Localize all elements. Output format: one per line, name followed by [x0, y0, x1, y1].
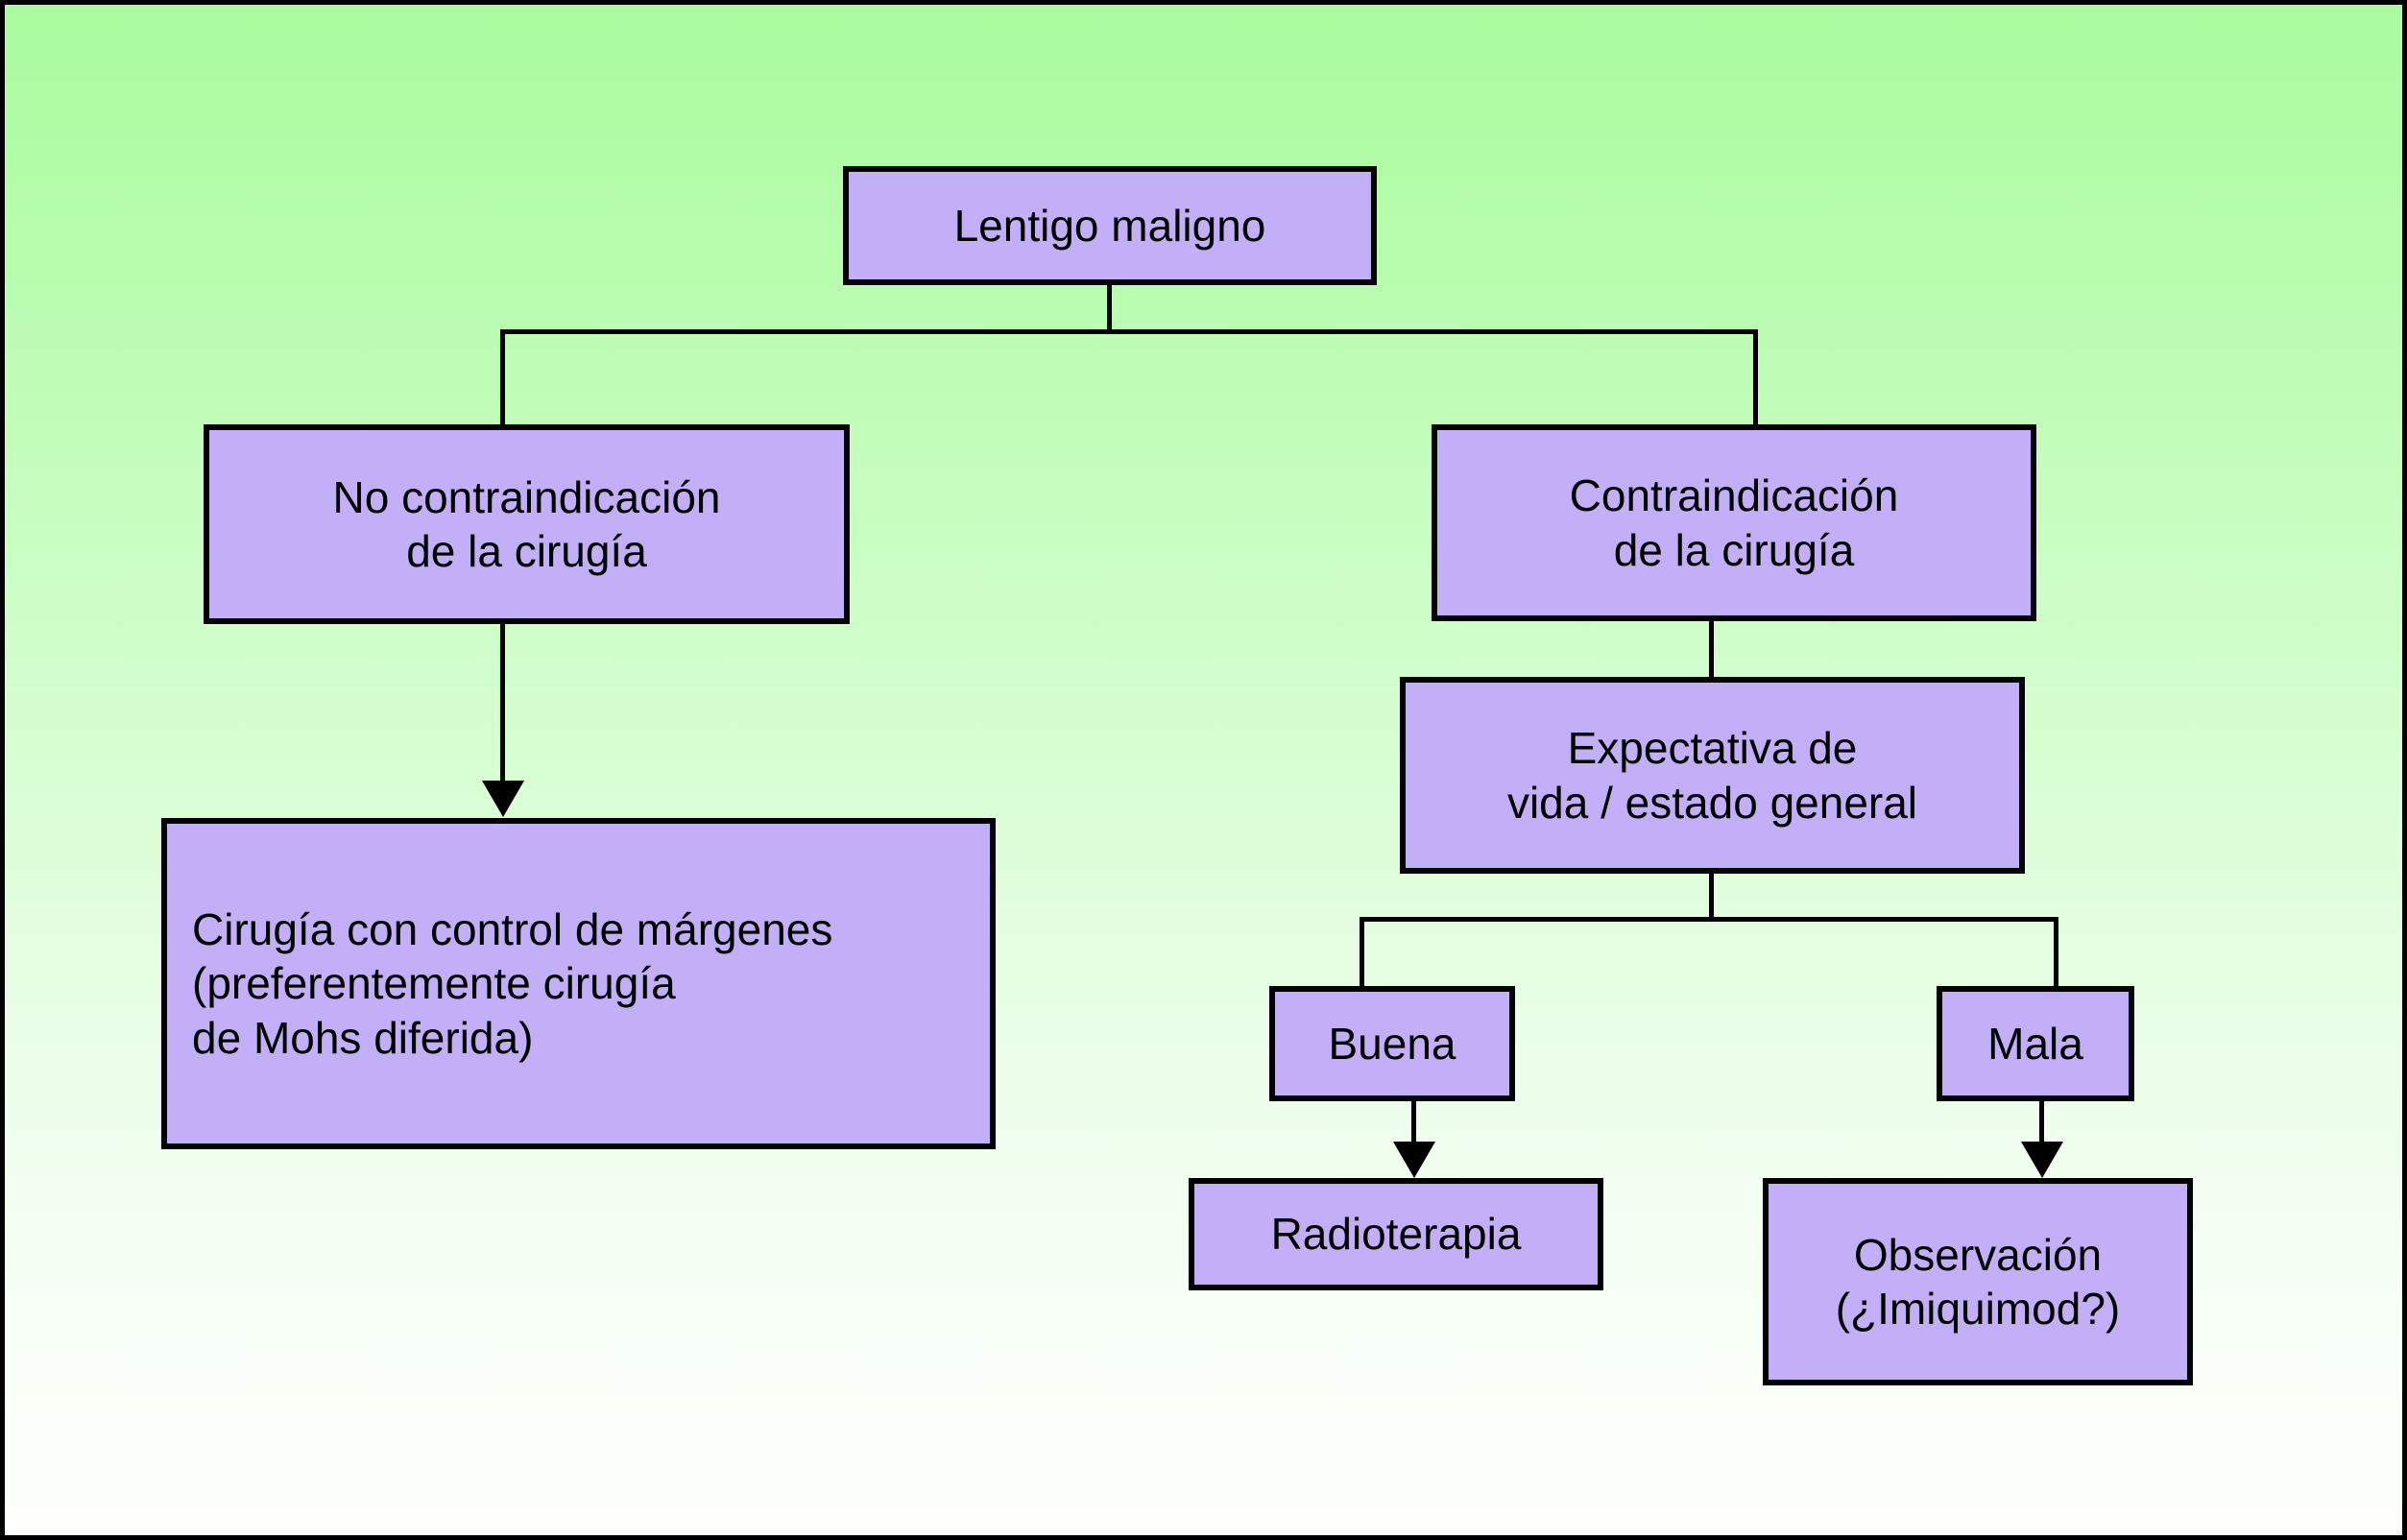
connector-root-stem: [1107, 283, 1112, 333]
connector-root-crossbar: [500, 329, 1758, 334]
node-observation[interactable]: Observación (¿Imiquimod?): [1763, 1178, 2193, 1385]
node-observation-line-1: Observación: [1853, 1229, 2103, 1280]
node-observation-line-2: (¿Imiquimod?): [1835, 1284, 2121, 1334]
node-lentigo-maligno[interactable]: Lentigo maligno: [843, 166, 1377, 285]
arrowhead-to-surgery: [482, 781, 524, 817]
connector-life-expectancy-stem: [1709, 874, 1714, 920]
node-contraindication-line-1: Contraindicación: [1569, 470, 1899, 521]
connector-to-good: [1360, 917, 1364, 988]
connector-no-contraindication-to-surgery: [500, 624, 505, 787]
node-no-contraindication[interactable]: No contraindicación de la cirugía: [204, 424, 850, 624]
connector-to-bad: [2054, 917, 2058, 988]
node-life-expectancy-line-1: Expectativa de: [1567, 723, 1858, 774]
node-radiotherapy-line-1: Radioterapia: [1270, 1209, 1522, 1260]
node-lentigo-maligno-line-1: Lentigo maligno: [953, 200, 1266, 251]
node-radiotherapy[interactable]: Radioterapia: [1189, 1178, 1603, 1290]
node-surgery-line-2: (preferentemente cirugía: [192, 958, 676, 1009]
node-good-prognosis-line-1: Buena: [1328, 1018, 1456, 1069]
connector-root-to-no-contraindication: [500, 329, 505, 425]
connector-good-to-radiotherapy: [1411, 1101, 1416, 1147]
node-surgery-margin-control[interactable]: Cirugía con control de márgenes (prefere…: [161, 818, 996, 1149]
node-contraindication-line-2: de la cirugía: [1613, 524, 1855, 575]
node-life-expectancy-line-2: vida / estado general: [1506, 777, 1918, 828]
node-surgery-line-3: de Mohs diferida): [192, 1012, 534, 1063]
connector-life-expectancy-crossbar: [1360, 917, 2058, 922]
connector-bad-to-observation: [2039, 1101, 2044, 1147]
node-no-contraindication-line-2: de la cirugía: [406, 526, 647, 576]
arrowhead-to-radiotherapy: [1393, 1142, 1435, 1178]
node-life-expectancy[interactable]: Expectativa de vida / estado general: [1400, 677, 2025, 874]
connector-root-to-contraindication: [1753, 329, 1758, 425]
connector-contraindication-to-life-expectancy: [1709, 621, 1714, 679]
node-surgery-line-1: Cirugía con control de márgenes: [192, 904, 833, 955]
node-contraindication[interactable]: Contraindicación de la cirugía: [1432, 424, 2036, 621]
node-bad-prognosis-line-1: Mala: [1987, 1018, 2083, 1069]
node-good-prognosis[interactable]: Buena: [1269, 986, 1515, 1101]
node-bad-prognosis[interactable]: Mala: [1937, 986, 2134, 1101]
arrowhead-to-observation: [2021, 1142, 2063, 1178]
node-no-contraindication-line-1: No contraindicación: [332, 471, 721, 522]
